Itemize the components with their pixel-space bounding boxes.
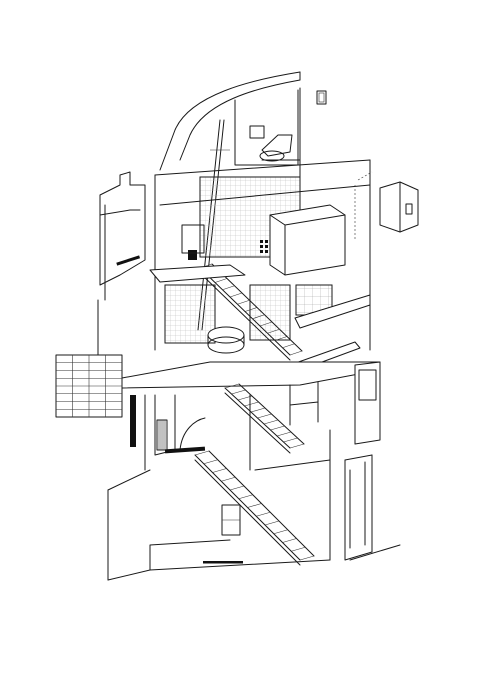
black-pillar [130, 395, 136, 447]
mid-box-dots [260, 240, 268, 253]
stair-tread [222, 285, 235, 291]
stair-tread [270, 425, 285, 431]
stair-tread [299, 555, 315, 561]
stair-tread [263, 419, 279, 425]
upper-stair [199, 263, 303, 361]
stair-tread [214, 278, 228, 283]
stair-tread [274, 336, 288, 341]
base-window [221, 504, 241, 536]
lower-middle-level [144, 394, 331, 471]
stair-tread [224, 383, 240, 389]
roof-window-inner [318, 92, 325, 103]
stair-tread [289, 443, 305, 449]
stair-tread [282, 538, 297, 543]
left-chimney-tower [97, 171, 146, 361]
right-dashed-parapet [354, 171, 373, 240]
stair-tread [194, 450, 210, 456]
stair-tread [259, 321, 273, 327]
stair-tread [264, 520, 280, 526]
mid-floor-slab [121, 361, 381, 396]
stair-tread [229, 485, 245, 491]
stair-tread [244, 307, 258, 312]
top-bathroom [249, 125, 301, 162]
lower-dark-landing [164, 446, 206, 454]
base-block [107, 459, 331, 581]
upper-panel [181, 224, 205, 254]
stair-tread [282, 343, 295, 349]
stair-tread [238, 494, 253, 500]
upper-level-walls [154, 159, 371, 351]
lower-radiator [156, 419, 168, 451]
stair-tread [247, 503, 262, 508]
lower-stair [194, 450, 315, 566]
roof-parapet [159, 71, 301, 181]
left-grid-screen [55, 354, 123, 418]
upper-dark-door [188, 250, 197, 260]
side-small-house [379, 181, 419, 233]
stair-tread [276, 431, 292, 437]
stair-tread [237, 299, 250, 305]
stair-tread [212, 468, 227, 473]
chimney-slot [116, 255, 141, 266]
door-swing [179, 417, 206, 451]
stair-tread [273, 529, 288, 535]
stair-tread [256, 511, 271, 517]
base-floor-bar [203, 561, 243, 564]
mid-box [269, 204, 346, 276]
stair-tread [229, 292, 243, 298]
stair-tread [221, 476, 236, 482]
round-table [207, 326, 245, 354]
stair-tread [250, 407, 266, 413]
stair-tread [257, 413, 272, 419]
roof-window [316, 90, 327, 105]
stair-tread [267, 328, 280, 334]
stair-tread [244, 401, 259, 407]
right-lower-panels [344, 454, 401, 561]
stair-tread [231, 389, 246, 395]
right-door-panel [289, 361, 381, 445]
stair-tread [283, 437, 298, 443]
stair-tread [289, 350, 303, 356]
stair-tread [203, 459, 218, 465]
stair-tread [252, 314, 265, 320]
stair-tread [291, 546, 306, 552]
middle-stair [224, 383, 305, 454]
